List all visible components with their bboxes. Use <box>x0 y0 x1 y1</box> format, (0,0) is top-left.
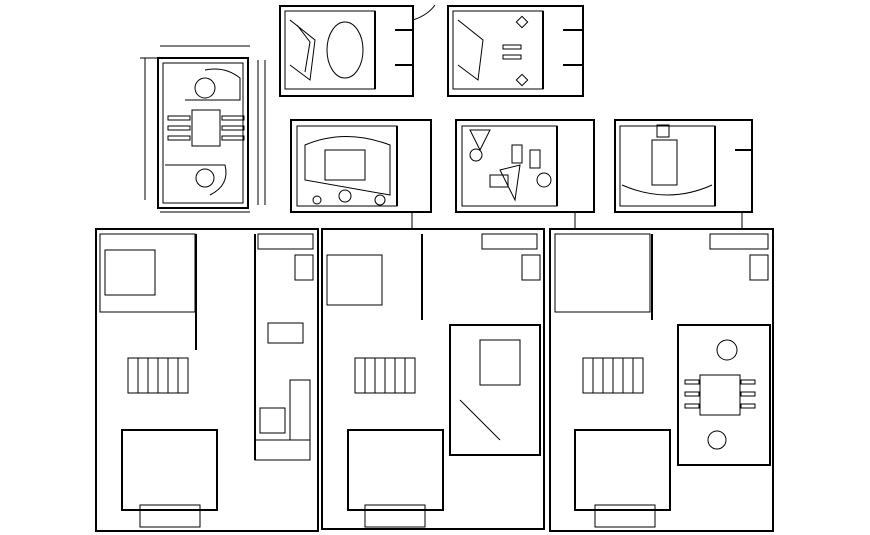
round-table <box>194 77 216 99</box>
bay-window <box>364 504 426 528</box>
bay-window <box>594 504 656 528</box>
sofa <box>289 19 316 81</box>
bottom-plan-2 <box>321 228 545 530</box>
table <box>191 109 221 147</box>
table <box>699 374 741 416</box>
table <box>651 139 678 186</box>
middle-plan-1 <box>290 119 432 228</box>
chairs-right <box>221 115 245 141</box>
middle-plan-3 <box>614 119 753 228</box>
table <box>324 149 366 181</box>
dining-room <box>677 324 771 466</box>
bed <box>326 254 383 306</box>
kitchen-counter <box>481 233 538 250</box>
middle-plan-2 <box>455 119 595 228</box>
round-table <box>195 168 215 188</box>
bottom-plan-3 <box>549 228 774 532</box>
sofa <box>457 19 484 81</box>
kitchen-counter <box>709 233 769 250</box>
coffee-table <box>259 407 286 434</box>
bedroom <box>99 233 196 313</box>
top-plan-2 <box>447 5 584 97</box>
stove <box>521 254 541 281</box>
kitchen-counter <box>257 233 314 250</box>
stove <box>294 254 314 281</box>
small-plan-detail <box>140 45 266 213</box>
round-table <box>707 430 727 450</box>
stove <box>749 254 769 281</box>
bay-window <box>139 504 201 528</box>
top-plan-1 <box>279 4 436 97</box>
bed <box>104 249 156 296</box>
chairs-left <box>167 115 191 141</box>
bottom-plan-1 <box>95 228 319 532</box>
sofa <box>289 379 311 441</box>
round-table <box>716 339 738 361</box>
dining-table <box>326 21 364 79</box>
bathroom <box>449 324 541 456</box>
door-swing <box>412 4 436 21</box>
